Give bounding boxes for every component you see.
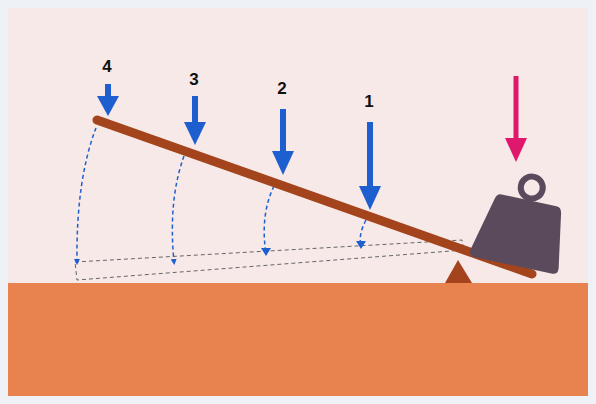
lowered-lever-outline	[75, 240, 464, 280]
background	[8, 8, 588, 396]
weight	[469, 167, 576, 275]
motion-arcs	[77, 128, 366, 262]
load-arrow-head	[505, 138, 527, 162]
callout-number: 2	[277, 80, 286, 97]
fulcrum	[445, 260, 472, 283]
ground	[8, 283, 588, 396]
callout-number: 4	[102, 58, 111, 75]
lever-bar	[97, 120, 532, 274]
callout-number: 3	[189, 71, 198, 88]
callout-number: 1	[364, 93, 373, 110]
effort-arrows	[97, 84, 381, 210]
arc-heads	[261, 241, 366, 256]
load-arrow	[514, 76, 519, 140]
